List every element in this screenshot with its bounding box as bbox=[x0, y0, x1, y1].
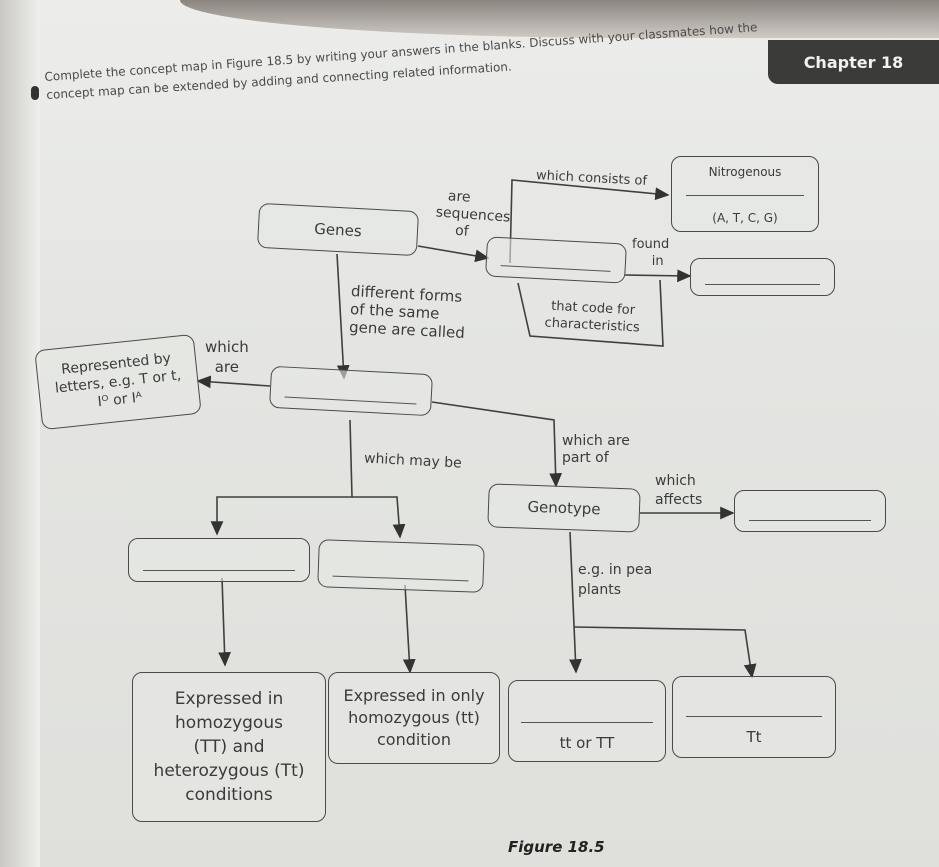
link-label-line: plants bbox=[578, 582, 622, 598]
chapter-tab: Chapter 18 bbox=[768, 40, 939, 84]
answer-line[interactable] bbox=[686, 716, 822, 717]
dominant-desc-line: heterozygous (Tt) bbox=[153, 761, 305, 781]
node-represented-by-letters: Represented by letters, e.g. T or t, Iᴼ … bbox=[34, 333, 202, 431]
link-recessive-to-desc bbox=[402, 584, 416, 674]
recessive-desc-line: homozygous (tt) bbox=[348, 708, 480, 727]
link-genes-to-alleles bbox=[336, 253, 350, 380]
node-homozygous-example[interactable]: tt or TT bbox=[508, 680, 666, 762]
link-label-which-are-part-of: which are part of bbox=[562, 433, 630, 467]
node-genes: Genes bbox=[256, 202, 420, 257]
dominant-desc-line: homozygous bbox=[175, 713, 283, 733]
link-alleles-to-represented bbox=[196, 375, 271, 389]
recessive-desc-line: Expressed in only bbox=[343, 686, 485, 705]
homozygous-example-text: tt or TT bbox=[559, 734, 615, 752]
answer-line[interactable] bbox=[521, 722, 653, 723]
link-genotype-to-examples bbox=[569, 531, 582, 674]
link-genes-to-dna bbox=[417, 245, 490, 263]
node-dominant-description: Expressed in homozygous (TT) and heteroz… bbox=[132, 672, 326, 822]
link-genotype-branch-right bbox=[573, 626, 757, 679]
bases-list: (A, T, C, G) bbox=[712, 211, 778, 225]
link-label-which-affects: which affects bbox=[655, 472, 702, 510]
node-heterozygous-example[interactable]: Tt bbox=[672, 676, 836, 758]
link-dna-to-found-in bbox=[624, 269, 692, 283]
link-label-eg-pea-plants: e.g. in pea plants bbox=[578, 560, 652, 600]
dominant-desc-line: conditions bbox=[185, 785, 273, 805]
answer-line bbox=[143, 570, 295, 571]
answer-line[interactable] bbox=[686, 194, 804, 196]
link-alleles-to-genotype bbox=[431, 401, 563, 488]
represented-line-3: Iᴼ or Iᴬ bbox=[96, 389, 143, 411]
link-label-line: which are bbox=[562, 433, 630, 449]
link-label-line: which bbox=[205, 338, 249, 356]
node-blank-dominant[interactable] bbox=[128, 538, 310, 582]
dominant-desc-line: Expressed in bbox=[174, 689, 284, 709]
link-label-are-sequences-of: are sequences of bbox=[426, 187, 519, 244]
link-dominant-to-desc bbox=[218, 577, 231, 667]
link-label-line: affects bbox=[655, 492, 703, 508]
heterozygous-example-text: Tt bbox=[746, 728, 762, 746]
node-blank-found-in[interactable] bbox=[690, 258, 835, 296]
link-label-line: which bbox=[655, 473, 696, 489]
link-label-which-are: which are bbox=[205, 337, 249, 377]
node-genotype: Genotype bbox=[487, 483, 641, 533]
genotype-label: Genotype bbox=[527, 497, 601, 519]
link-label-found-in: found in bbox=[632, 236, 669, 270]
answer-line bbox=[284, 396, 417, 405]
link-label-line: are bbox=[214, 358, 239, 376]
answer-line bbox=[500, 265, 611, 272]
link-label-line: part of bbox=[562, 450, 609, 466]
node-recessive-description: Expressed in only homozygous (tt) condit… bbox=[328, 672, 500, 764]
link-dna-to-nitrogenous bbox=[509, 179, 670, 264]
node-blank-alleles[interactable] bbox=[269, 365, 433, 417]
node-blank-phenotype[interactable] bbox=[734, 490, 886, 532]
answer-line bbox=[749, 520, 871, 521]
answer-line bbox=[332, 575, 469, 582]
link-dna-characteristics-bracket bbox=[517, 279, 664, 347]
nitrogenous-label: Nitrogenous bbox=[708, 165, 782, 179]
figure-caption: Figure 18.5 bbox=[508, 838, 605, 856]
node-blank-recessive[interactable] bbox=[317, 539, 485, 593]
recessive-desc-line: condition bbox=[377, 730, 451, 749]
link-label-line: e.g. in pea bbox=[578, 562, 653, 578]
link-label-that-code-for: that code for characteristics bbox=[544, 298, 641, 337]
link-label-line: in bbox=[651, 254, 664, 269]
node-nitrogenous-bases[interactable]: Nitrogenous (A, T, C, G) bbox=[671, 156, 819, 232]
node-genes-label: Genes bbox=[313, 219, 363, 240]
link-label-line: found bbox=[632, 237, 670, 252]
book-spine-shadow bbox=[0, 0, 40, 867]
link-alleles-branch bbox=[210, 419, 353, 536]
link-alleles-branch-right bbox=[352, 496, 406, 539]
question-bullet-icon bbox=[31, 86, 39, 100]
dominant-desc-line: (TT) and bbox=[193, 737, 265, 757]
link-label-different-forms: different forms of the same gene are cal… bbox=[349, 282, 467, 342]
answer-line bbox=[705, 284, 820, 285]
